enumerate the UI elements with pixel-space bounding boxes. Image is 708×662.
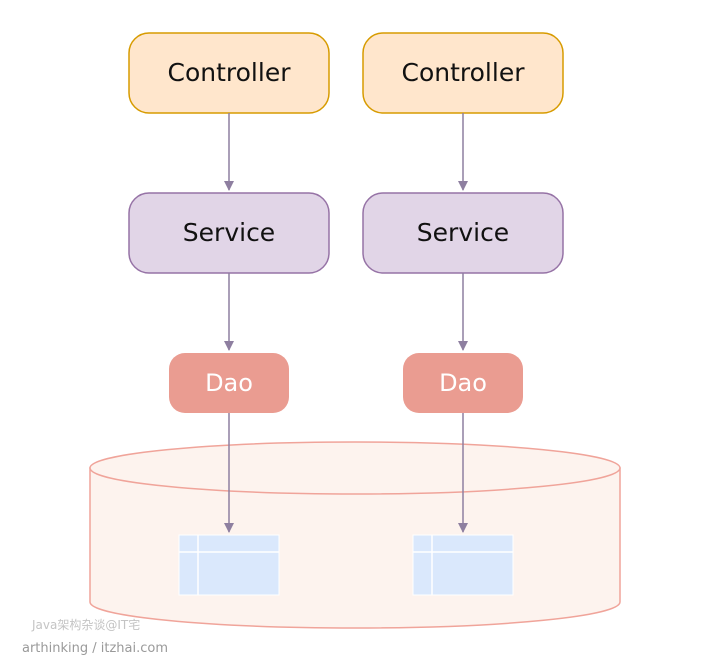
service-label-left: Service <box>183 218 275 247</box>
column-left: Controller Service Dao <box>128 32 330 533</box>
dao-label-right: Dao <box>439 369 487 397</box>
table-left-icon <box>178 534 280 596</box>
watermark-line-2: arthinking / itzhai.com <box>22 641 169 656</box>
column-right: Controller Service Dao <box>362 32 564 533</box>
service-box-left: Service <box>128 192 330 274</box>
controller-label-right: Controller <box>402 58 526 87</box>
table-right-icon <box>412 534 514 596</box>
dao-box-right: Dao <box>403 353 523 413</box>
dao-label-left: Dao <box>205 369 253 397</box>
controller-label-left: Controller <box>168 58 292 87</box>
database-cylinder <box>89 441 621 629</box>
controller-box-left: Controller <box>128 32 330 114</box>
watermark-line-1: Java架构杂谈@IT宅 <box>32 618 141 632</box>
service-box-right: Service <box>362 192 564 274</box>
dao-box-left: Dao <box>169 353 289 413</box>
controller-box-right: Controller <box>362 32 564 114</box>
service-label-right: Service <box>417 218 509 247</box>
